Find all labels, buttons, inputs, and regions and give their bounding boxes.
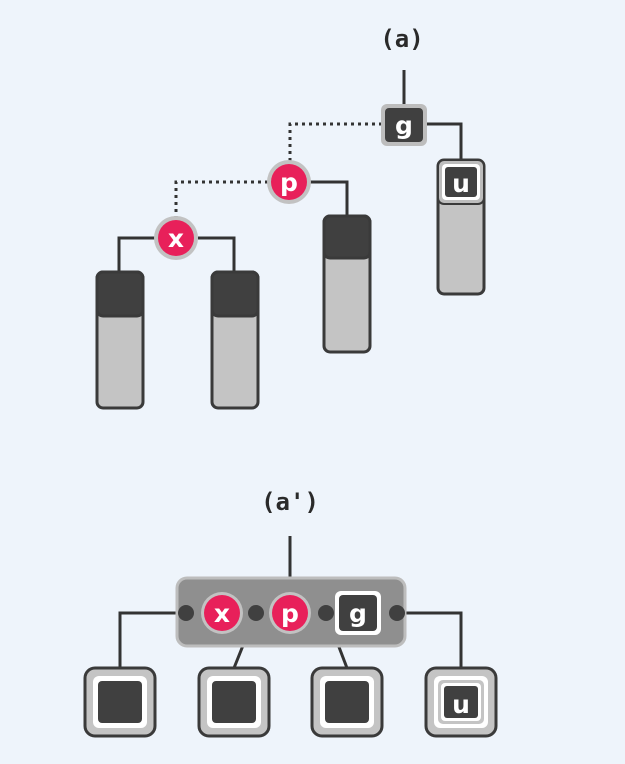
merged-connector-dot-1 — [178, 605, 194, 621]
edge-g-to-p — [288, 122, 382, 168]
merged-node-g: g — [335, 591, 381, 635]
node-u: u — [437, 159, 485, 205]
bottom-child-2 — [197, 666, 271, 738]
subtree-x-right — [210, 270, 260, 410]
bottom-child-1 — [83, 666, 157, 738]
edge-p-to-x — [174, 180, 268, 222]
merged-connector-dot-3 — [318, 605, 334, 621]
caption-bottom: (a') — [261, 488, 319, 516]
node-g: g — [381, 104, 427, 146]
merged-connector-dot-4 — [389, 605, 405, 621]
top-tree-edges — [117, 70, 463, 272]
bottom-child-3 — [310, 666, 384, 738]
node-x: x — [154, 216, 198, 260]
merged-node-x: x — [201, 592, 243, 634]
node-g-label: g — [395, 111, 413, 140]
node-p: p — [267, 160, 311, 204]
merged-node-p: p — [269, 592, 311, 634]
edge-p-to-right-subtree — [310, 180, 349, 216]
merged-node-x-label: x — [214, 599, 230, 628]
caption-top: (a) — [380, 25, 423, 53]
subtree-p-right — [322, 214, 372, 354]
edge-x-to-left-subtree — [117, 236, 156, 272]
node-u-label: u — [452, 169, 470, 198]
node-x-label: x — [168, 224, 184, 253]
edge-g-to-u — [426, 122, 463, 160]
edge-merged-to-child-1 — [118, 611, 186, 668]
merged-node-p-label: p — [281, 599, 299, 628]
bottom-child-u-label: u — [452, 690, 470, 719]
node-p-label: p — [280, 168, 298, 197]
edge-merged-to-child-4 — [397, 611, 463, 668]
edge-x-to-right-subtree — [198, 236, 236, 272]
subtree-x-left — [95, 270, 145, 410]
bottom-child-u: u — [424, 666, 498, 738]
merged-node-g-label: g — [349, 599, 367, 628]
merged-connector-dot-2 — [248, 605, 264, 621]
